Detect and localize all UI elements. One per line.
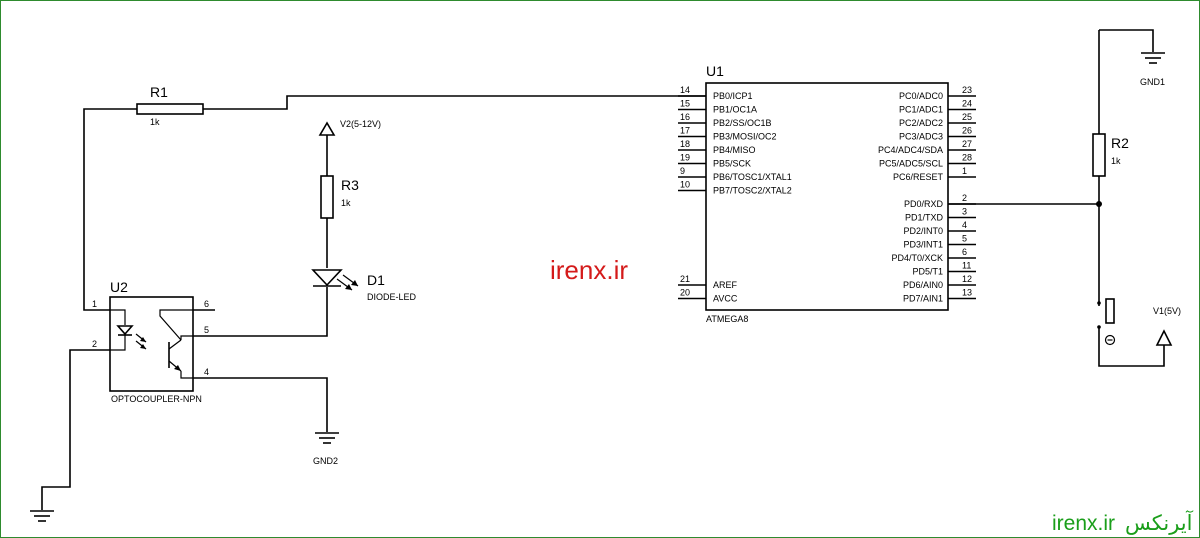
ground-bottom-left[interactable] bbox=[30, 510, 54, 522]
u1-right-pin-name: PD1/TXD bbox=[905, 213, 944, 223]
u1-left-pin-name: PB7/TOSC2/XTAL2 bbox=[713, 186, 792, 196]
wires bbox=[41, 29, 1165, 510]
u1-left-pin-num: 9 bbox=[680, 166, 685, 176]
u1-right-pin-num: 11 bbox=[962, 261, 971, 271]
u2-pin4: 4 bbox=[204, 367, 209, 377]
v1-label: V1(5V) bbox=[1153, 306, 1181, 316]
u1-right-pin-num: 24 bbox=[962, 99, 972, 109]
u1-left-pin-name: PB2/SS/OC1B bbox=[713, 118, 772, 128]
gnd2-label: GND2 bbox=[313, 456, 338, 466]
u1-right-pin-num: 1 bbox=[962, 166, 967, 176]
r1-value: 1k bbox=[150, 117, 160, 127]
u1-right-pin-name: PC6/RESET bbox=[893, 172, 944, 182]
u1-part: ATMEGA8 bbox=[706, 314, 748, 324]
u1-left-pin-num: 21 bbox=[680, 274, 690, 284]
u1-left-pin-name: PB4/MISO bbox=[713, 145, 756, 155]
u1-right-pin-num: 5 bbox=[962, 234, 967, 244]
d1-ref: D1 bbox=[367, 272, 385, 288]
u1-left-pin-num: 16 bbox=[680, 112, 690, 122]
u2-pin5: 5 bbox=[204, 325, 209, 335]
optocoupler-u2[interactable]: U2 OPTOCOUPLER-NPN 1 2 6 5 4 bbox=[92, 279, 215, 404]
junction-dot bbox=[1096, 201, 1102, 207]
u1-ref: U1 bbox=[706, 63, 724, 79]
u1-right-pin-name: PC5/ADC5/SCL bbox=[879, 159, 943, 169]
power-v1[interactable]: V1(5V) bbox=[1153, 306, 1181, 346]
u1-right-pin-num: 3 bbox=[962, 207, 967, 217]
led-d1[interactable]: D1 DIODE-LED bbox=[311, 269, 417, 302]
resistor-r2[interactable]: R2 1k bbox=[1092, 133, 1129, 177]
u1-left-pin-num: 19 bbox=[680, 153, 690, 163]
u1-right-pin-name: PD3/INT1 bbox=[903, 240, 943, 250]
ground-gnd1[interactable]: GND1 bbox=[1140, 52, 1165, 87]
d1-part: DIODE-LED bbox=[367, 292, 417, 302]
footer-watermark: irenx.ir آیرنکس bbox=[1052, 510, 1194, 535]
u2-pin2: 2 bbox=[92, 339, 97, 349]
v2-label: V2(5-12V) bbox=[340, 119, 381, 129]
u2-ref: U2 bbox=[110, 279, 128, 295]
u1-right-pin-num: 12 bbox=[962, 274, 972, 284]
u2-part: OPTOCOUPLER-NPN bbox=[111, 394, 202, 404]
u1-left-pin-num: 10 bbox=[680, 180, 690, 190]
r1-ref: R1 bbox=[150, 84, 168, 100]
r2-value: 1k bbox=[1111, 156, 1121, 166]
u1-left-pin-name: AREF bbox=[713, 280, 738, 290]
u1-left-pin-num: 15 bbox=[680, 99, 690, 109]
u1-right-pin-name: PD2/INT0 bbox=[903, 226, 943, 236]
u1-right-pin-num: 26 bbox=[962, 126, 972, 136]
u1-right-pin-num: 13 bbox=[962, 288, 972, 298]
power-arrow-icon bbox=[1155, 329, 1173, 346]
u1-left-pin-name: PB1/OC1A bbox=[713, 105, 757, 115]
u1-right-pin-num: 6 bbox=[962, 247, 967, 257]
u1-right-pin-num: 27 bbox=[962, 139, 972, 149]
u1-left-pin-num: 18 bbox=[680, 139, 690, 149]
r2-ref: R2 bbox=[1111, 135, 1129, 151]
r3-ref: R3 bbox=[341, 177, 359, 193]
power-arrow-icon bbox=[318, 121, 336, 136]
u1-left-pin-num: 20 bbox=[680, 288, 690, 298]
u1-left-pin-name: PB6/TOSC1/XTAL1 bbox=[713, 172, 792, 182]
watermark-center: irenx.ir bbox=[550, 255, 628, 285]
u1-right-pin-name: PD7/AIN1 bbox=[903, 294, 943, 304]
u1-pins: 14PB0/ICP115PB1/OC1A16PB2/SS/OC1B17PB3/M… bbox=[678, 85, 976, 304]
u1-right-pin-name: PC4/ADC4/SDA bbox=[878, 145, 943, 155]
pushbutton-switch[interactable] bbox=[1097, 298, 1116, 346]
u1-right-pin-name: PC3/ADC3 bbox=[899, 132, 943, 142]
u1-right-pin-num: 25 bbox=[962, 112, 972, 122]
u2-pin6: 6 bbox=[204, 299, 209, 309]
u1-right-pin-name: PD0/RXD bbox=[904, 199, 944, 209]
u1-left-pin-name: PB0/ICP1 bbox=[713, 91, 753, 101]
r3-value: 1k bbox=[341, 198, 351, 208]
u1-right-pin-num: 23 bbox=[962, 85, 972, 95]
u1-right-pin-num: 4 bbox=[962, 220, 967, 230]
mcu-u1[interactable]: U1 ATMEGA8 14PB0/ICP115PB1/OC1A16PB2/SS/… bbox=[678, 63, 976, 324]
u2-pin1: 1 bbox=[92, 299, 97, 309]
u1-right-pin-num: 28 bbox=[962, 153, 972, 163]
u1-right-pin-name: PC2/ADC2 bbox=[899, 118, 943, 128]
ground-gnd2[interactable]: GND2 bbox=[313, 432, 339, 466]
u1-right-pin-name: PD5/T1 bbox=[912, 267, 943, 277]
u1-left-pin-name: AVCC bbox=[713, 294, 738, 304]
u1-left-pin-num: 14 bbox=[680, 85, 690, 95]
power-v2[interactable]: V2(5-12V) bbox=[318, 119, 381, 136]
u1-right-pin-name: PC0/ADC0 bbox=[899, 91, 943, 101]
u1-left-pin-name: PB5/SCK bbox=[713, 159, 751, 169]
u1-right-pin-name: PC1/ADC1 bbox=[899, 105, 943, 115]
u1-right-pin-name: PD6/AIN0 bbox=[903, 280, 943, 290]
resistor-r3[interactable]: R3 1k bbox=[320, 175, 359, 219]
footer-watermark-en: irenx.ir bbox=[1052, 512, 1115, 535]
u1-right-pin-num: 2 bbox=[962, 193, 967, 203]
footer-watermark-fa: آیرنکس bbox=[1125, 510, 1194, 535]
u1-left-pin-num: 17 bbox=[680, 126, 690, 136]
u1-right-pin-name: PD4/T0/XCK bbox=[891, 253, 943, 263]
gnd1-label: GND1 bbox=[1140, 77, 1165, 87]
resistor-r1[interactable]: R1 1k bbox=[136, 84, 204, 127]
u1-left-pin-name: PB3/MOSI/OC2 bbox=[713, 132, 777, 142]
